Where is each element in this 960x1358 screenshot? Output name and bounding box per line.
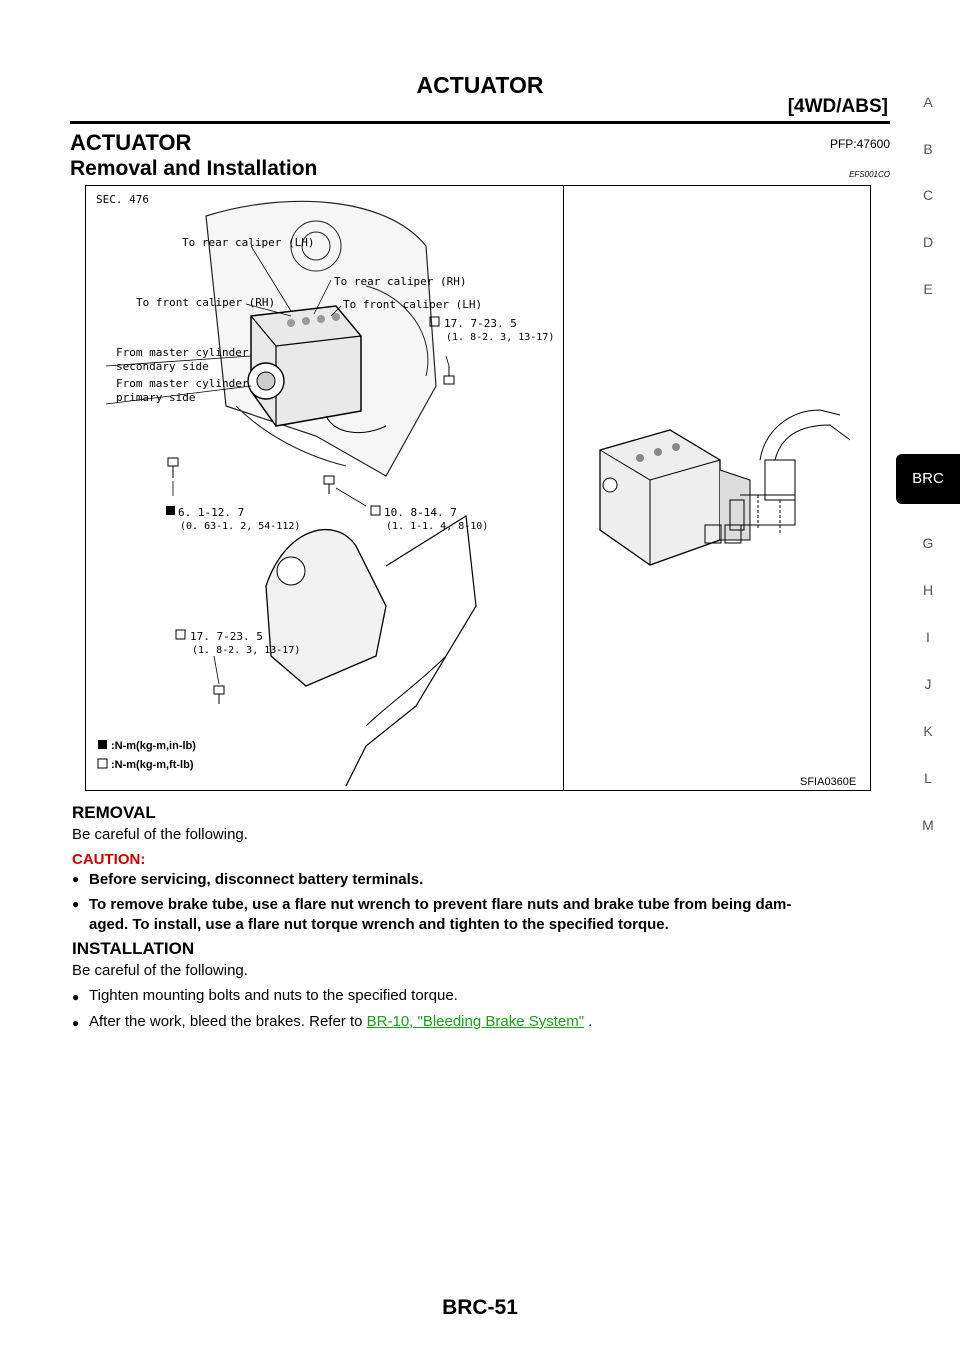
index-tab-brc-active[interactable]: BRC: [896, 454, 960, 504]
fig-sec-label: SEC. 476: [96, 193, 149, 206]
installation-item-1: Tighten mounting bolts and nuts to the s…: [89, 987, 458, 1004]
index-tab-k[interactable]: K: [923, 723, 933, 739]
fig-legend-ftlb: :N-m(kg-m,ft-lb): [111, 759, 194, 771]
fig-label-rear-rh: To rear caliper (RH): [334, 275, 467, 288]
removal-intro: Be careful of the following.: [72, 826, 248, 843]
installation-item-2: After the work, bleed the brakes. Refer …: [89, 1013, 592, 1030]
pfp-code: PFP:47600: [829, 137, 890, 151]
fig-label-master-secondary-1: From master cylinder: [116, 346, 249, 359]
fig-label-rear-lh: To rear caliper (LH): [182, 236, 315, 249]
installation-item-2-end: .: [584, 1013, 593, 1030]
fig-torque-b-line1: 6. 1-12. 7: [178, 506, 245, 519]
header-rule: [70, 121, 890, 124]
fig-torque-a-line1: 17. 7-23. 5: [444, 317, 517, 330]
fig-torque-d-line1: 17. 7-23. 5: [190, 630, 263, 643]
fig-label-front-lh: To front caliper (LH): [343, 298, 483, 311]
page-header-title: ACTUATOR: [416, 72, 544, 98]
figure-divider: [563, 186, 564, 790]
section-title: ACTUATOR: [70, 130, 192, 155]
bullet-icon: ●: [72, 990, 80, 1004]
page-number: BRC-51: [442, 1296, 518, 1319]
efs-code: EFS001CO: [849, 170, 890, 179]
fig-torque-b-line2: (0. 63-1. 2, 54-112): [180, 521, 301, 532]
caution-label: CAUTION:: [72, 851, 146, 868]
figure-code: SFIA0360E: [800, 776, 857, 788]
index-tab-m[interactable]: M: [922, 817, 934, 833]
index-tab-e[interactable]: E: [923, 281, 933, 297]
installation-item-2-text: After the work, bleed the brakes. Refer …: [89, 1013, 367, 1030]
bleeding-brake-link[interactable]: BR-10, "Bleeding Brake System": [366, 1013, 585, 1030]
bullet-icon: ●: [72, 1016, 80, 1030]
bullet-icon: ●: [72, 897, 80, 911]
removal-item-2-line1: To remove brake tube, use a flare nut wr…: [89, 896, 792, 913]
actuator-exploded-drawing: [97, 200, 477, 787]
fig-label-master-primary-1: From master cylinder: [116, 377, 249, 390]
fig-torque-c-line2: (1. 1-1. 4, 8-10): [386, 521, 489, 532]
removal-item-1: Before servicing, disconnect battery ter…: [89, 871, 424, 888]
fig-label-master-secondary-2: secondary side: [116, 360, 209, 373]
index-tab-h[interactable]: H: [922, 582, 934, 598]
index-tab-a[interactable]: A: [923, 94, 933, 110]
index-tab-i[interactable]: I: [926, 629, 930, 645]
fig-label-front-rh: To front caliper (RH): [136, 296, 276, 309]
removal-item-2-line2: aged. To install, use a flare nut torque…: [89, 916, 669, 933]
fig-torque-a-line2: (1. 8-2. 3, 13-17): [446, 332, 555, 343]
page-header-subtitle: [4WD/ABS]: [787, 96, 888, 117]
subsection-title: Removal and Installation: [70, 157, 318, 180]
removal-heading: REMOVAL: [72, 803, 156, 822]
installation-intro: Be careful of the following.: [72, 962, 248, 979]
fig-legend-inlb: :N-m(kg-m,in-lb): [111, 740, 196, 752]
fig-label-master-primary-2: primary side: [116, 391, 196, 404]
index-tab-c[interactable]: C: [922, 187, 934, 203]
index-tab-j[interactable]: J: [924, 676, 932, 692]
index-tab-b[interactable]: B: [923, 141, 933, 157]
fig-torque-d-line2: (1. 8-2. 3, 13-17): [192, 645, 301, 656]
bullet-icon: ●: [72, 872, 80, 886]
figure-frame: [85, 185, 871, 791]
index-tab-d[interactable]: D: [922, 234, 934, 250]
actuator-connector-drawing: [599, 409, 851, 566]
index-tab-l[interactable]: L: [924, 770, 932, 786]
installation-heading: INSTALLATION: [72, 939, 195, 958]
index-tab-g[interactable]: G: [922, 535, 934, 551]
fig-torque-c-line1: 10. 8-14. 7: [384, 506, 457, 519]
